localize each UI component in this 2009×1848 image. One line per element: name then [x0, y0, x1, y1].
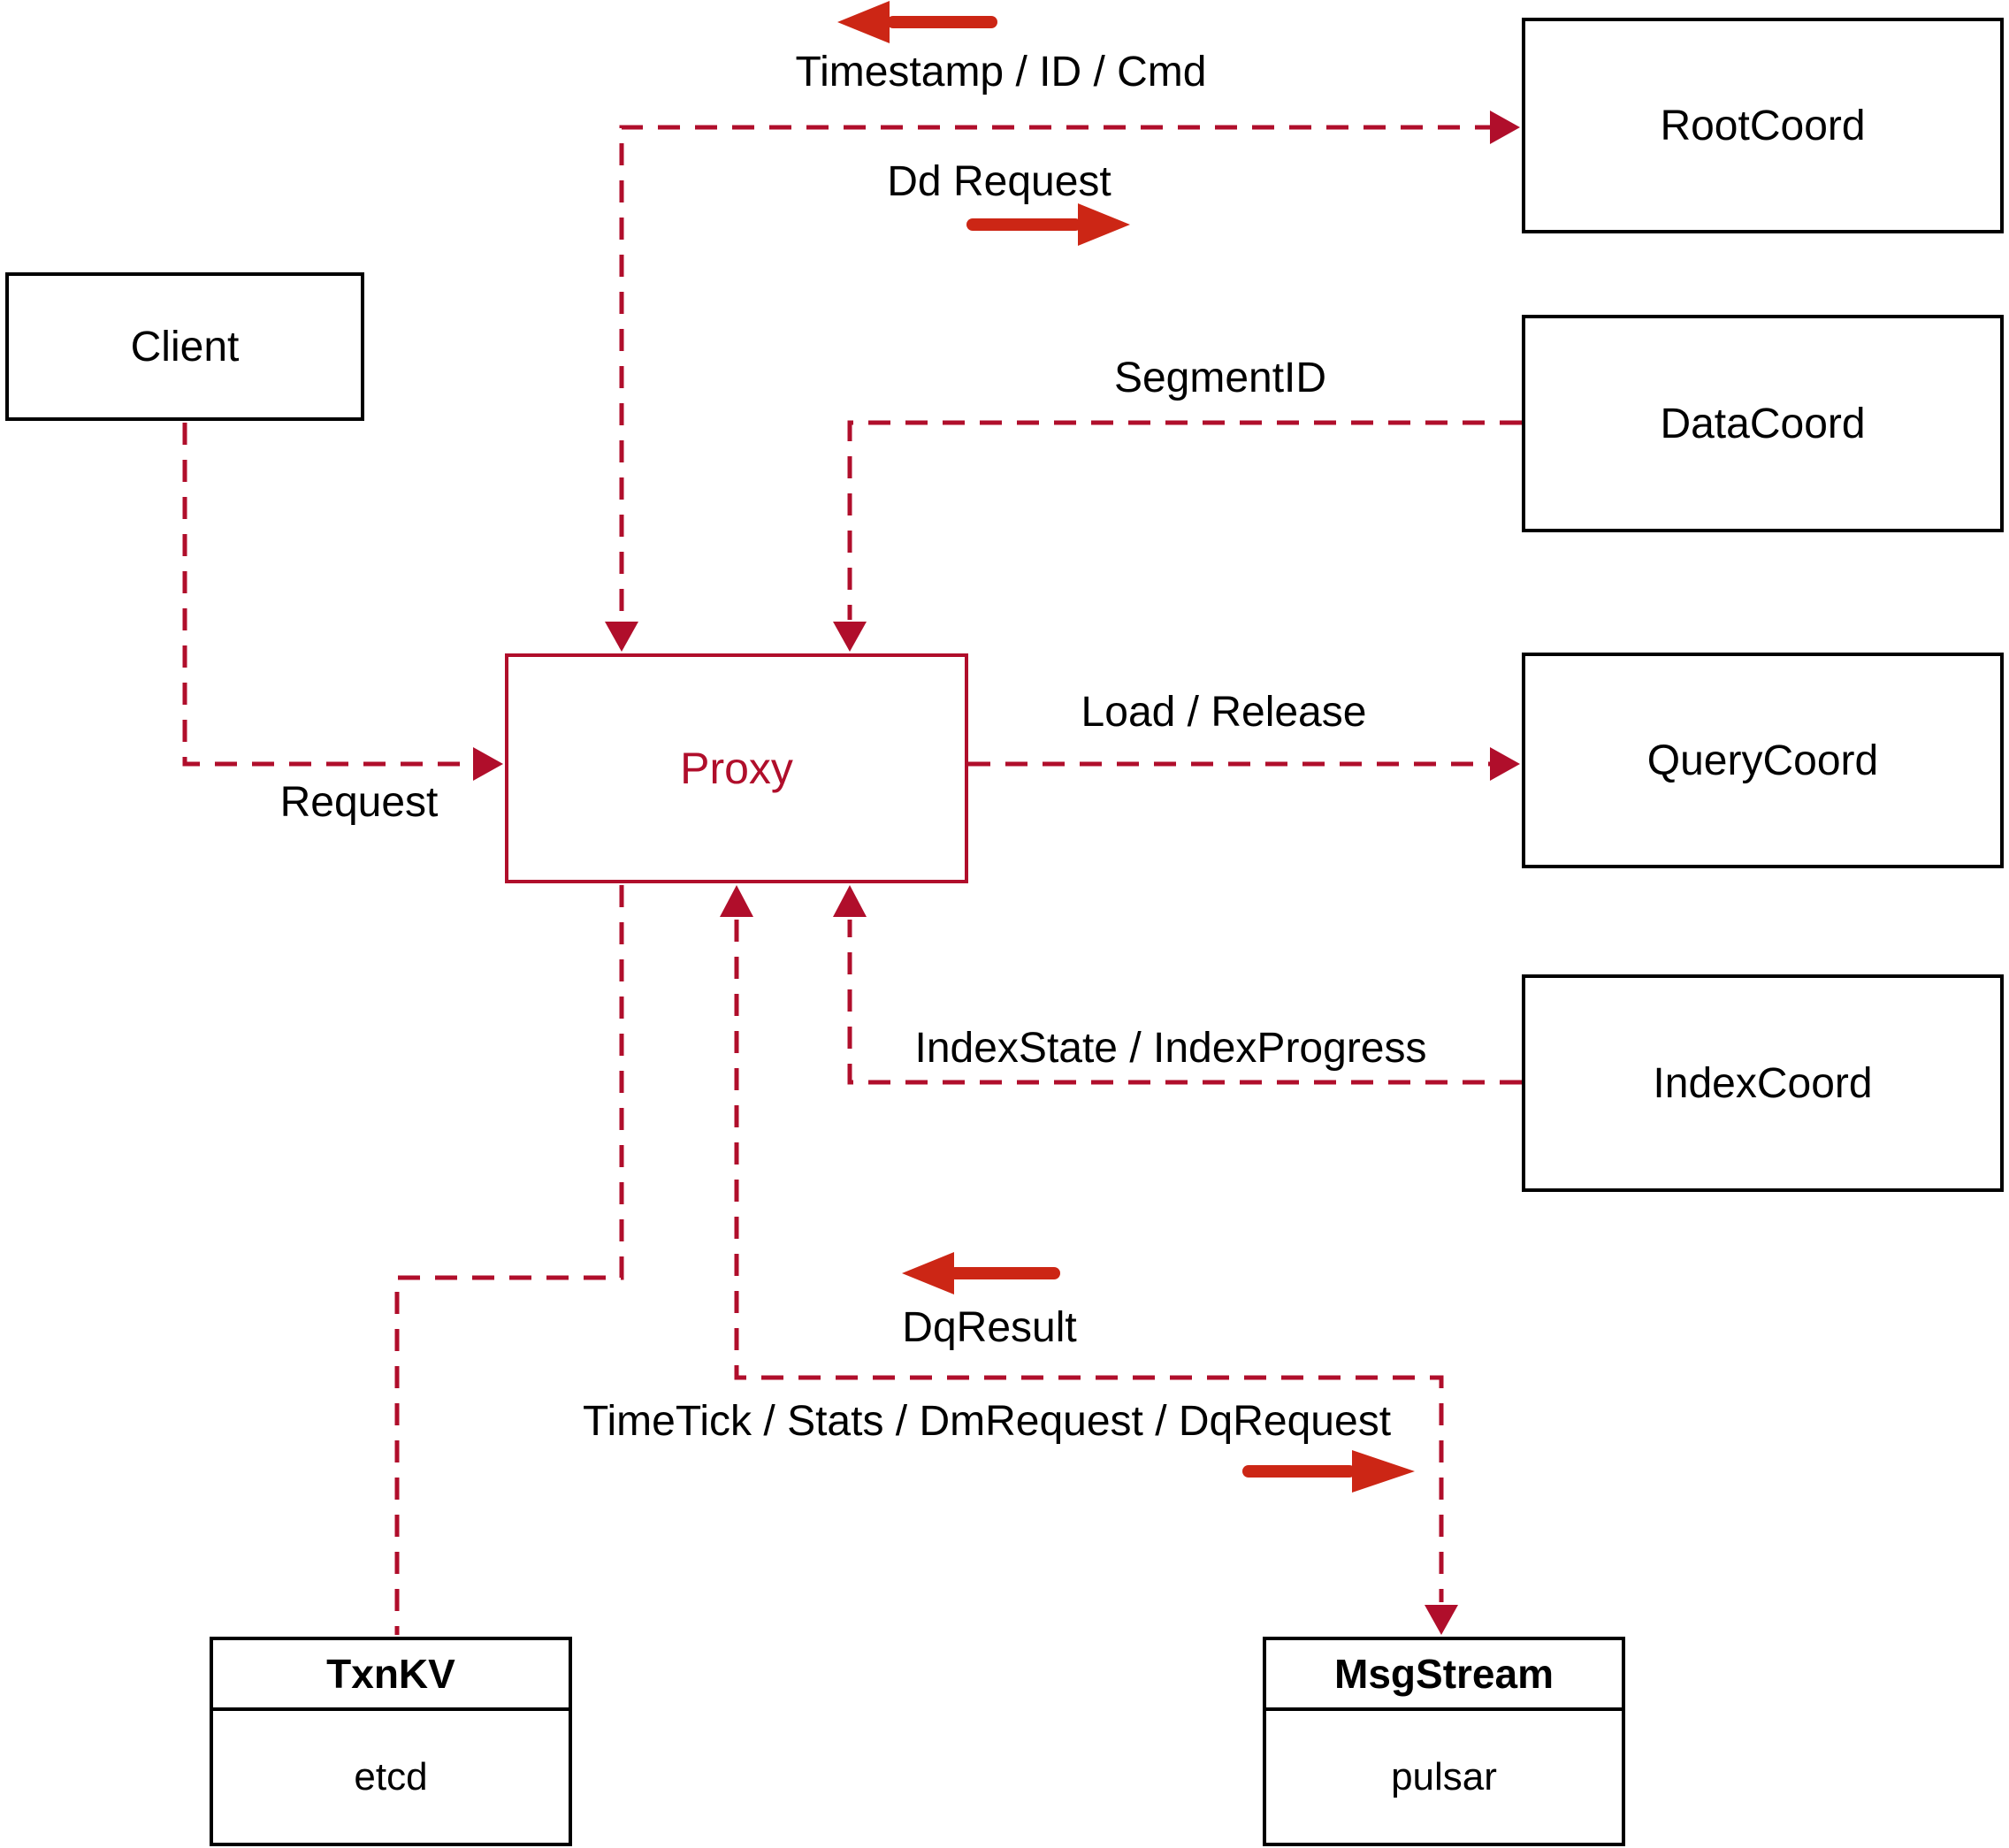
arrowhead-into-proxy-bottom-left-icon — [720, 885, 753, 917]
edge-label-dq-result: DqResult — [902, 1304, 1077, 1351]
arrowhead-into-proxy-top-right-icon — [833, 622, 867, 652]
node-querycoord: QueryCoord — [1522, 653, 2004, 868]
node-client-label: Client — [130, 323, 240, 370]
node-querycoord-label: QueryCoord — [1646, 737, 1879, 784]
direction-arrow-right-dd-request-icon — [966, 203, 1130, 246]
connector-proxy-msgstream — [734, 920, 1444, 1602]
edge-label-timestamp-id-cmd: Timestamp / ID / Cmd — [795, 49, 1207, 95]
arrowhead-into-proxy-left-icon — [473, 747, 503, 781]
connector-proxy-txnkv — [394, 885, 624, 1635]
arrowhead-into-msgstream-icon — [1425, 1605, 1458, 1635]
direction-arrow-left-dqresult-icon — [902, 1252, 1060, 1294]
edge-label-segment-id: SegmentID — [1113, 355, 1327, 401]
arrowhead-into-proxy-top-left-icon — [605, 622, 638, 652]
edge-label-load-release: Load / Release — [1081, 689, 1367, 736]
direction-arrow-left-timestamp-icon — [837, 1, 997, 43]
node-indexcoord: IndexCoord — [1522, 974, 2004, 1192]
arrowhead-into-proxy-bottom-right-icon — [833, 885, 867, 917]
edge-label-dd-request: Dd Request — [887, 158, 1111, 205]
node-client: Client — [5, 272, 364, 421]
node-txnkv-title: TxnKV — [213, 1640, 569, 1711]
direction-arrow-right-timetick-icon — [1242, 1450, 1415, 1493]
connector-datacoord-proxy — [847, 420, 1522, 620]
node-msgstream: MsgStream pulsar — [1263, 1637, 1625, 1846]
node-rootcoord: RootCoord — [1522, 18, 2004, 233]
node-proxy-label: Proxy — [680, 744, 793, 793]
node-rootcoord-label: RootCoord — [1660, 102, 1866, 149]
arrowhead-into-rootcoord-icon — [1490, 111, 1520, 144]
edge-label-timetick: TimeTick / Stats / DmRequest / DqRequest — [582, 1398, 1392, 1445]
connector-indexcoord-proxy — [847, 920, 1522, 1085]
node-msgstream-title: MsgStream — [1266, 1640, 1622, 1711]
connector-client-proxy — [182, 423, 471, 767]
connector-proxy-rootcoord — [619, 125, 1493, 648]
node-txnkv-subtitle: etcd — [354, 1754, 428, 1798]
node-proxy: Proxy — [505, 653, 968, 883]
node-datacoord: DataCoord — [1522, 315, 2004, 532]
node-msgstream-subtitle: pulsar — [1391, 1754, 1497, 1798]
edge-label-index-state: IndexState / IndexProgress — [914, 1025, 1427, 1072]
node-txnkv: TxnKV etcd — [210, 1637, 572, 1846]
edge-label-request: Request — [279, 779, 439, 826]
arrowhead-into-querycoord-icon — [1490, 747, 1520, 781]
node-indexcoord-label: IndexCoord — [1653, 1059, 1873, 1107]
node-datacoord-label: DataCoord — [1660, 400, 1866, 447]
